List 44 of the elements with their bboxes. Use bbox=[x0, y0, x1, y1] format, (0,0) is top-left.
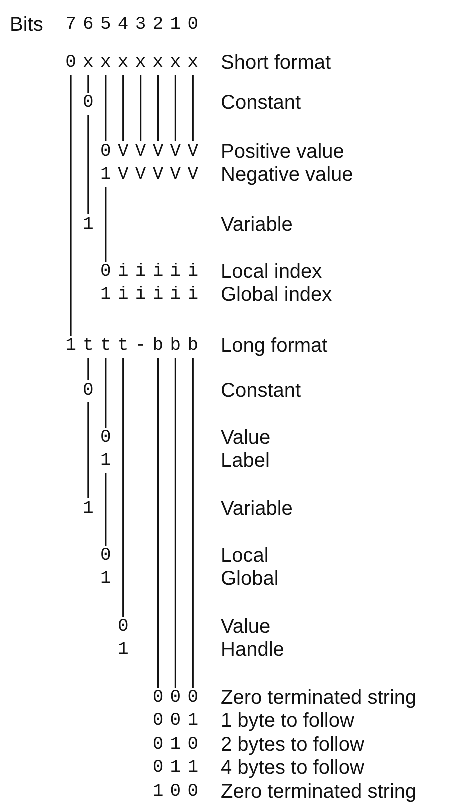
bit-pattern: 1 bbox=[83, 498, 92, 521]
bit-pattern: 1 bbox=[100, 568, 110, 591]
bit-pattern: 1 bbox=[100, 450, 110, 473]
bit-pattern: 0 bbox=[118, 616, 127, 639]
field-description: Global index bbox=[221, 283, 332, 307]
bit-pattern: 0 0 0 bbox=[152, 687, 196, 710]
bit-pattern: 0 0 1 bbox=[152, 710, 196, 733]
bit-pattern: 1 i i i i i bbox=[100, 284, 196, 307]
bit-pattern: 1 0 0 bbox=[152, 781, 196, 804]
bit-numbers: 7 6 5 4 3 2 1 0 bbox=[66, 14, 196, 37]
bit-pattern: 1 bbox=[83, 214, 92, 237]
field-description: Constant bbox=[221, 91, 302, 115]
field-description: Value bbox=[221, 426, 271, 450]
axis-title: Bits bbox=[10, 13, 44, 37]
field-description: 2 bytes to follow bbox=[221, 733, 364, 757]
field-description: Local bbox=[221, 544, 269, 568]
bit-pattern: 1 bbox=[118, 639, 127, 662]
field-description: Variable bbox=[221, 213, 293, 237]
bit-pattern: 0 bbox=[100, 427, 110, 450]
bit-pattern: 0 bbox=[83, 92, 92, 115]
bit-pattern: 1 t t t - b b b bbox=[66, 335, 196, 358]
field-description: Constant bbox=[221, 379, 302, 403]
bit-pattern: 0 V V V V V bbox=[100, 141, 196, 164]
bit-pattern: 0 x x x x x x x bbox=[66, 52, 196, 75]
field-description: 1 byte to follow bbox=[221, 709, 354, 733]
field-description: Zero terminated string bbox=[221, 686, 417, 710]
field-description: Variable bbox=[221, 497, 293, 521]
field-description: Positive value bbox=[221, 140, 344, 164]
field-description: Global bbox=[221, 567, 279, 591]
bit-pattern: 0 i i i i i bbox=[100, 261, 196, 284]
bit-pattern: 1 V V V V V bbox=[100, 164, 196, 187]
field-description: Label bbox=[221, 449, 270, 473]
field-description: 4 bytes to follow bbox=[221, 756, 364, 780]
field-description: Long format bbox=[221, 334, 328, 358]
field-description: Local index bbox=[221, 260, 322, 284]
field-description: Short format bbox=[221, 51, 332, 75]
field-description: Zero terminated string bbox=[221, 780, 417, 804]
bit-pattern: 0 1 1 bbox=[152, 757, 196, 780]
bit-pattern: 0 1 0 bbox=[152, 734, 196, 757]
bit-pattern: 0 bbox=[83, 380, 92, 403]
field-description: Value bbox=[221, 615, 271, 639]
field-description: Handle bbox=[221, 638, 284, 662]
bit-pattern: 0 bbox=[100, 545, 110, 568]
field-description: Negative value bbox=[221, 163, 354, 187]
